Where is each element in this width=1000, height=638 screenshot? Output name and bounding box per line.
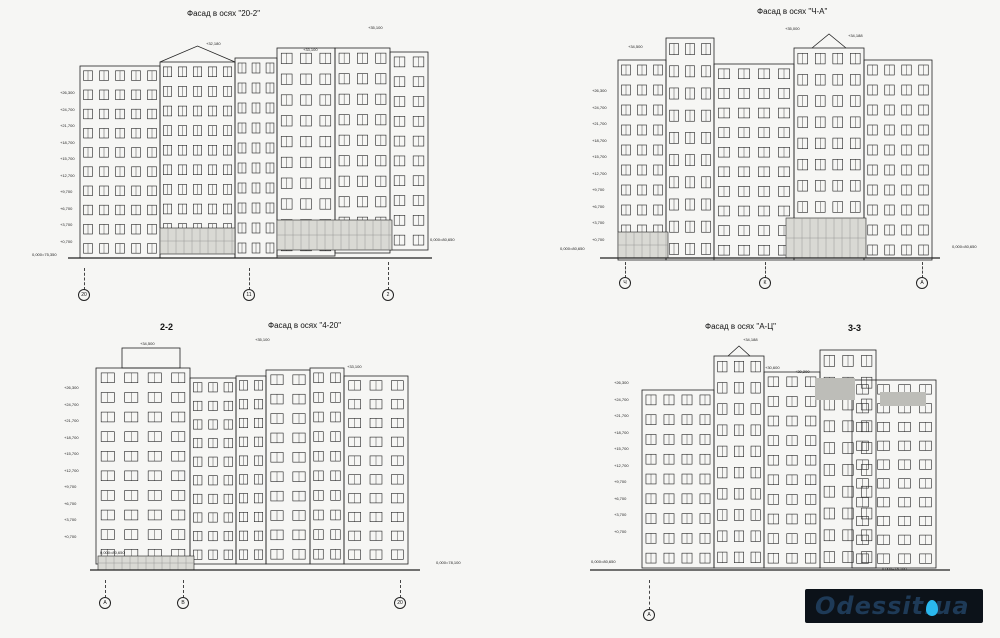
axis-line	[625, 262, 626, 278]
elevation-labels-2: +26,300+24,700+21,700+18,700+15,700+12,7…	[592, 88, 607, 242]
facade-block	[863, 59, 933, 261]
roof-mark-1b: +33,100	[303, 47, 318, 52]
axis-line	[84, 268, 85, 290]
roof-mark-1c: +35,100	[368, 25, 383, 30]
drawing-title-4: Фасад в осях "А-Ц"	[705, 322, 776, 331]
section-label-3-3: 3-3	[848, 323, 862, 333]
ground-mark-3-left: 0,000=80,650	[100, 550, 125, 555]
elevation-labels-1: +26,300+24,700+21,700+18,700+15,700+12,7…	[60, 90, 75, 244]
axis-line	[249, 268, 250, 290]
section-block	[851, 379, 937, 569]
roof-mark-4a: +34,188	[743, 337, 758, 342]
ground-mark-4-left: 0,000=80,650	[591, 559, 616, 564]
axis-line	[765, 262, 766, 278]
axis-marker: А	[99, 597, 111, 609]
facade-block	[309, 367, 345, 565]
axis-line	[183, 580, 184, 598]
roof-mark-2a: +34,500	[628, 44, 643, 49]
facade-block	[713, 63, 795, 261]
roof-mark-2c: +34,188	[848, 33, 863, 38]
axis-marker: 20	[394, 597, 406, 609]
hatched-fill	[815, 378, 855, 400]
facade-block	[265, 369, 311, 565]
roof-mark-3a: +34,500	[140, 341, 155, 346]
axis-marker: К	[759, 277, 771, 289]
axis-marker: 11	[243, 289, 255, 301]
ground-mark-2-right: 0,000=80,650	[952, 244, 977, 249]
roof-mark-1a: +32,180	[206, 41, 221, 46]
facade-block	[235, 375, 267, 565]
facade-block	[343, 375, 409, 565]
roof-mark-4b: +30,600	[765, 365, 780, 370]
axis-line	[388, 262, 389, 290]
axis-line	[922, 262, 923, 278]
roof-mark-3c: +33,100	[347, 364, 362, 369]
axis-line	[649, 580, 650, 610]
gable-roof	[727, 345, 751, 357]
axis-line	[105, 580, 106, 598]
ground-mark-3-right: 0,000=78,100	[436, 560, 461, 565]
drawing-title-3: Фасад в осях "4-20"	[268, 321, 342, 330]
drawing-title-2: Фасад в осях "Ч-А"	[757, 7, 828, 16]
ground-mark-1-right: 0,000=80,650	[430, 237, 455, 242]
hatched-fill	[880, 392, 926, 406]
watermark-logo: Odessit.ua	[805, 589, 983, 623]
roof-mark-2b: +35,000	[785, 26, 800, 31]
facade-block	[641, 389, 715, 569]
ground-mark-2-left: 0,000=80,650	[560, 246, 585, 251]
elevation-labels-3: +26,300+24,700+21,700+18,700+15,700+12,7…	[64, 385, 79, 539]
axis-line	[400, 580, 401, 598]
roof-mark-4c: +30,200	[795, 369, 810, 374]
section-label-2-2: 2-2	[160, 322, 174, 332]
roof-mark-3b: +35,100	[255, 337, 270, 342]
section-block	[95, 367, 191, 565]
facade-block	[389, 51, 429, 251]
water-drop-icon	[926, 600, 938, 616]
elevation-labels-4: +26,300+24,700+21,700+18,700+15,700+12,7…	[614, 380, 629, 534]
axis-marker: А	[643, 609, 655, 621]
gable-roof	[159, 45, 236, 63]
axis-marker: А	[916, 277, 928, 289]
axis-marker: 20	[78, 289, 90, 301]
axis-marker: 2	[382, 289, 394, 301]
stair-tower	[121, 347, 181, 369]
gable-roof	[811, 33, 847, 49]
ground-mark-4-right: 0,000=78,100	[882, 566, 907, 571]
axis-marker: Ч	[619, 277, 631, 289]
drawing-title-1: Фасад в осях "20-2"	[187, 9, 261, 18]
facade-block	[819, 349, 877, 569]
watermark-text: Odessit.ua	[815, 592, 970, 620]
axis-marker: В	[177, 597, 189, 609]
ground-mark-1-left: 0,000=75,350	[32, 252, 57, 257]
